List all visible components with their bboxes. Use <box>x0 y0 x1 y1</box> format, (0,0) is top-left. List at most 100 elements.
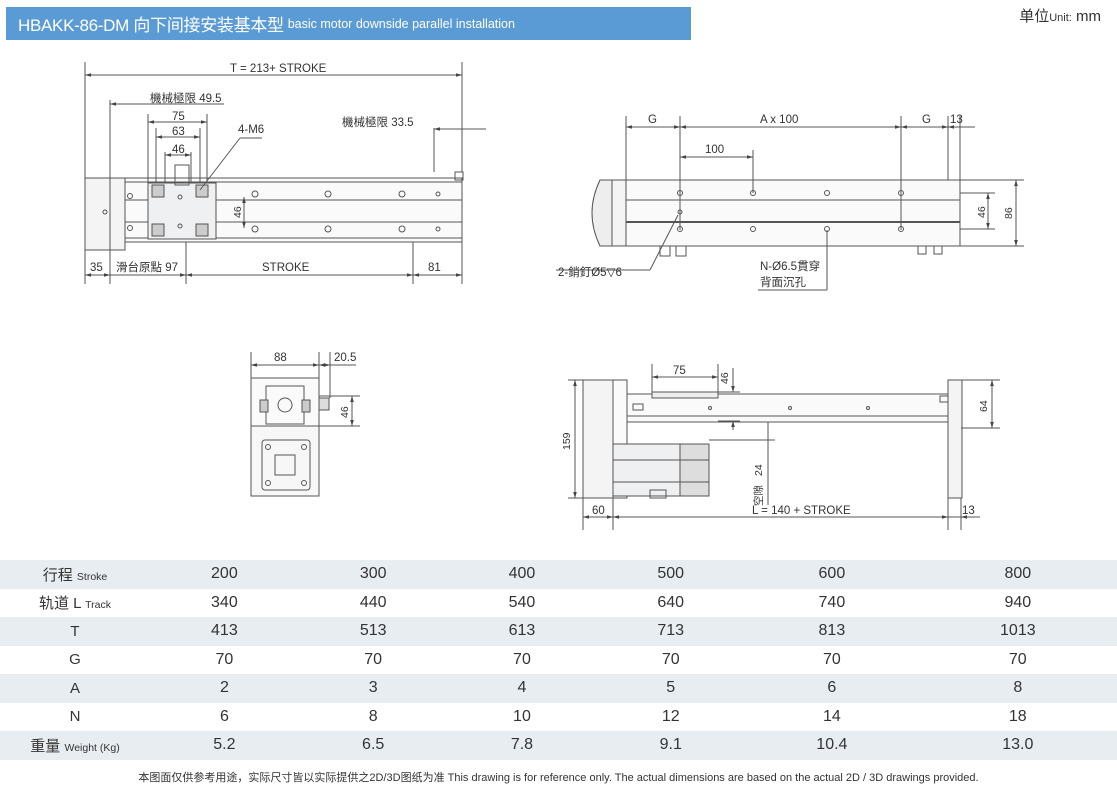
dim-46-vertical: 46 <box>232 206 244 218</box>
hole-label-line2: 背面沉孔 <box>760 275 806 289</box>
dim-origin-97: 滑台原點 97 <box>116 260 178 274</box>
dim-88: 88 <box>274 352 287 364</box>
dim-46-side: 46 <box>976 206 988 218</box>
dim-86: 86 <box>1003 207 1015 219</box>
title-sub: basic motor downside parallel installati… <box>287 16 515 31</box>
spec-row-label: N <box>69 708 81 726</box>
spec-cell: 800 <box>918 560 1117 589</box>
gap-label: 空隙 <box>752 485 765 506</box>
spec-cell: 70 <box>215 650 234 668</box>
spec-cell: 1013 <box>918 617 1117 646</box>
spec-cell: 400 <box>447 560 597 589</box>
spec-cell: 813 <box>745 617 919 646</box>
spec-cell: 540 <box>508 593 536 611</box>
spec-cell: 9.1 <box>596 731 746 760</box>
dim-75: 75 <box>172 111 185 123</box>
spec-cell: 440 <box>359 593 387 611</box>
spec-cell: 6.5 <box>298 731 448 760</box>
spec-cell: 8 <box>368 707 378 725</box>
spec-cell: 12 <box>661 707 680 725</box>
front-view <box>568 364 1000 530</box>
spec-cell: 413 <box>150 617 299 646</box>
spec-cell: 2 <box>150 674 299 703</box>
dim-stroke: STROKE <box>262 262 310 274</box>
dim-46-end: 46 <box>339 406 351 418</box>
dim-A: A x 100 <box>760 114 798 126</box>
dim-46: 46 <box>172 144 185 156</box>
spec-cell: 940 <box>1004 593 1032 611</box>
spec-cell: 713 <box>596 617 746 646</box>
spec-row-label: 轨道 L Track <box>38 595 111 613</box>
spec-row: G 70 70 70 70 70 70 <box>0 646 1117 675</box>
spec-row-label: 行程 Stroke <box>0 560 150 589</box>
spec-cell: 70 <box>661 650 680 668</box>
title-main: HBAKK-86-DM 向下间接安装基本型 <box>18 16 284 35</box>
spec-cell: 6 <box>745 674 919 703</box>
dim-mech-limit-right: 機械極限 33.5 <box>342 115 414 129</box>
spec-cell: 5 <box>596 674 746 703</box>
dim-T: T = 213+ STROKE <box>230 63 327 75</box>
dim-159: 159 <box>561 432 573 450</box>
spec-cell: 5.2 <box>150 731 299 760</box>
side-view <box>556 116 1024 291</box>
spec-cell: 300 <box>298 560 448 589</box>
dim-20-5: 20.5 <box>334 352 356 364</box>
dim-100: 100 <box>705 144 724 156</box>
unit-label: 单位Unit: mm <box>1019 8 1101 25</box>
top-view <box>84 62 486 284</box>
dim-13-front: 13 <box>962 505 975 517</box>
spec-cell: 70 <box>822 650 841 668</box>
dim-G-left: G <box>648 114 657 126</box>
spec-cell: 340 <box>211 593 238 611</box>
pin-label: 2-銷釘Ø5▽6 <box>558 265 622 279</box>
spec-row-label: G <box>69 651 81 669</box>
spec-cell: 513 <box>298 617 448 646</box>
spec-cell: 200 <box>150 560 299 589</box>
dim-35: 35 <box>90 262 103 274</box>
spec-cell: 3 <box>298 674 448 703</box>
spec-cell: 600 <box>745 560 919 589</box>
title-bar: HBAKK-86-DM 向下间接安装基本型 basic motor downsi… <box>6 7 691 40</box>
dim-G-right: G <box>922 114 931 126</box>
spec-cell: 7.8 <box>447 731 597 760</box>
dim-holes-4m6: 4-M6 <box>238 124 264 136</box>
dim-75-front: 75 <box>673 365 686 377</box>
spec-cell: 640 <box>657 593 685 611</box>
spec-cell: 613 <box>447 617 597 646</box>
spec-cell: 10 <box>513 707 531 725</box>
dim-13: 13 <box>950 114 963 126</box>
spec-cell: 4 <box>447 674 597 703</box>
dim-64: 64 <box>978 400 990 412</box>
spec-cell: 70 <box>1008 650 1027 668</box>
spec-cell: 14 <box>822 707 841 725</box>
hole-label-line1: N-Ø6.5貫穿 <box>760 259 820 273</box>
spec-row-label: 重量 Weight (Kg) <box>0 731 150 760</box>
spec-cell: 500 <box>596 560 746 589</box>
spec-cell: 8 <box>918 674 1117 703</box>
spec-cell: 10.4 <box>745 731 919 760</box>
spec-row-label: T <box>0 617 150 646</box>
spec-cell: 740 <box>818 593 846 611</box>
dim-60: 60 <box>592 505 605 517</box>
footnote: 本图面仅供参考用途，实际尺寸皆以实际提供之2D/3D图纸为准 This draw… <box>138 772 979 784</box>
dim-63: 63 <box>172 126 185 138</box>
spec-cell: 6 <box>219 707 229 725</box>
dim-L: L = 140 + STROKE <box>752 505 851 517</box>
dim-46-front: 46 <box>719 372 731 384</box>
spec-row: 轨道 L Track 340 440 540 640 740 940 <box>0 589 1117 618</box>
spec-cell: 70 <box>513 650 531 668</box>
dim-81: 81 <box>428 262 441 274</box>
spec-cell: 70 <box>364 650 383 668</box>
dim-24: 24 <box>753 464 765 476</box>
spec-cell: 13.0 <box>918 731 1117 760</box>
technical-drawing: T = 213+ STROKE 機械極限 49.5 機械極限 33.5 75 6… <box>84 62 1024 530</box>
spec-row: N 6 8 10 12 14 18 <box>0 703 1117 732</box>
spec-cell: 18 <box>1008 707 1027 725</box>
spec-row-label: A <box>0 674 150 703</box>
end-view <box>250 352 360 497</box>
